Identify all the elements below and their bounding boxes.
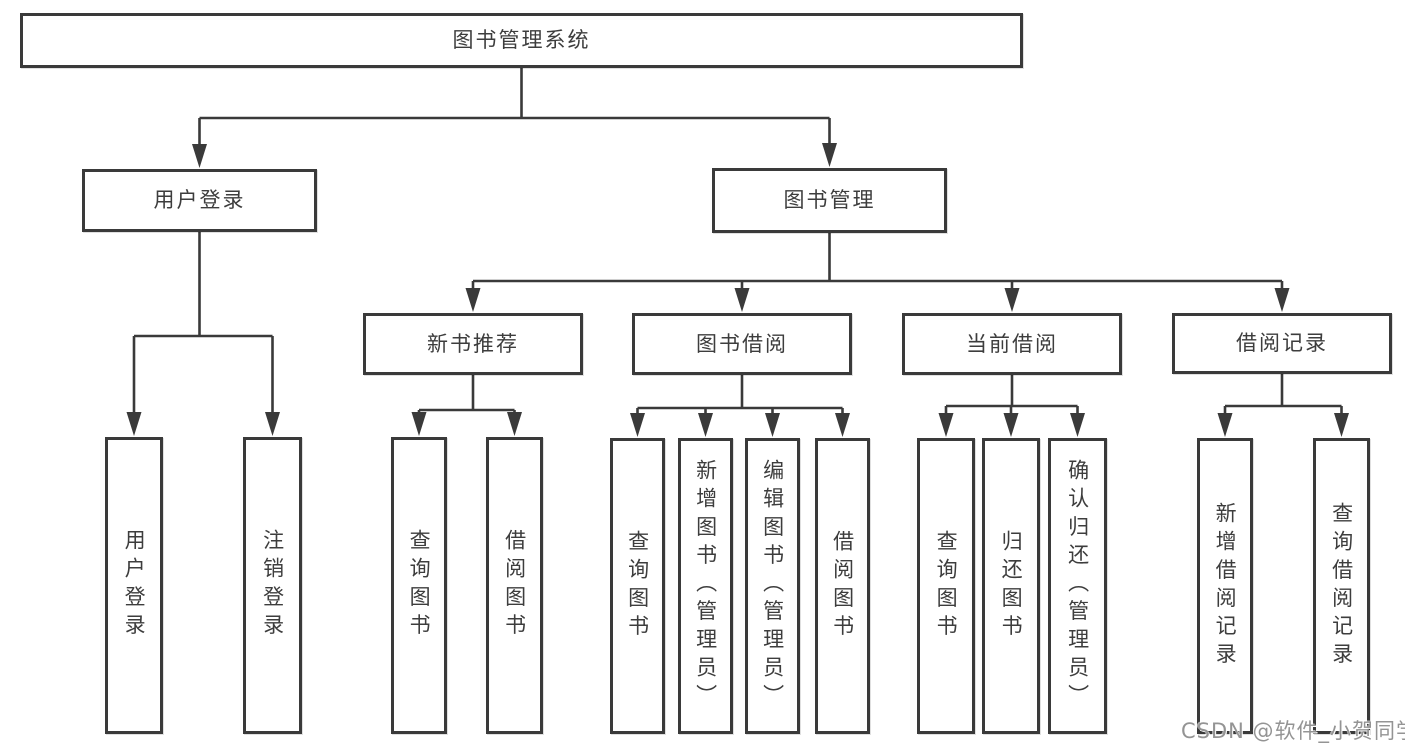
- arrowhead-icon: [465, 288, 481, 312]
- node-label-leaf-edit-book: 编辑图书（管理员）: [760, 459, 785, 713]
- arrowhead-icon: [822, 143, 837, 167]
- arrowhead-icon: [1274, 288, 1290, 312]
- node-leaf-edit-book: 编辑图书（管理员）: [745, 438, 800, 734]
- node-leaf-query-record: 查询借阅记录: [1313, 438, 1370, 734]
- node-label-leaf-query-book-1: 查询图书: [407, 529, 432, 642]
- node-label-leaf-add-book: 新增图书（管理员）: [693, 459, 718, 713]
- node-label-leaf-add-record: 新增借阅记录: [1213, 501, 1238, 671]
- arrowhead-icon: [1004, 288, 1020, 312]
- node-label-new-book-rec: 新书推荐: [427, 331, 519, 356]
- node-label-current-borrow: 当前借阅: [966, 331, 1058, 356]
- arrowhead-icon: [507, 412, 522, 436]
- node-label-user-login: 用户登录: [153, 188, 246, 213]
- arrowhead-icon: [126, 412, 142, 436]
- node-label-leaf-logout: 注销登录: [260, 529, 285, 642]
- node-book-mgmt: 图书管理: [712, 168, 947, 233]
- node-label-leaf-query-book-3: 查询图书: [934, 529, 959, 643]
- arrowhead-icon: [1217, 413, 1233, 437]
- arrowhead-icon: [734, 288, 750, 312]
- arrowhead-icon: [411, 412, 427, 436]
- node-leaf-query-book-2: 查询图书: [610, 438, 665, 734]
- arrowhead-icon: [1070, 413, 1085, 437]
- node-leaf-borrow-book-2: 借阅图书: [815, 438, 870, 734]
- node-leaf-user-login: 用户登录: [105, 437, 163, 734]
- node-label-book-mgmt: 图书管理: [783, 188, 876, 213]
- node-label-leaf-confirm-return: 确认归还（管理员）: [1065, 459, 1090, 713]
- arrowhead-icon: [1334, 413, 1349, 437]
- node-leaf-add-record: 新增借阅记录: [1197, 438, 1253, 734]
- watermark: CSDN @软件_小贺同学: [1181, 719, 1405, 743]
- node-label-leaf-query-book-2: 查询图书: [625, 529, 650, 643]
- node-label-leaf-return-book: 归还图书: [999, 529, 1024, 643]
- node-leaf-confirm-return: 确认归还（管理员）: [1048, 438, 1107, 734]
- node-label-leaf-borrow-book-1: 借阅图书: [502, 529, 527, 642]
- node-leaf-query-book-3: 查询图书: [917, 438, 975, 734]
- node-root: 图书管理系统: [20, 13, 1023, 68]
- arrowhead-icon: [1003, 413, 1019, 437]
- node-label-borrow-record: 借阅记录: [1236, 331, 1328, 356]
- node-label-root: 图书管理系统: [452, 28, 591, 53]
- arrowhead-icon: [938, 413, 954, 437]
- node-leaf-query-book-1: 查询图书: [391, 437, 447, 734]
- node-new-book-rec: 新书推荐: [363, 313, 583, 375]
- arrowhead-icon: [698, 413, 713, 437]
- node-current-borrow: 当前借阅: [902, 313, 1122, 375]
- arrowhead-icon: [192, 144, 207, 168]
- arrowhead-icon: [835, 413, 850, 437]
- node-leaf-borrow-book-1: 借阅图书: [486, 437, 543, 734]
- node-borrow-record: 借阅记录: [1172, 313, 1392, 374]
- node-label-book-borrow: 图书借阅: [696, 331, 788, 356]
- node-label-leaf-user-login: 用户登录: [122, 529, 147, 642]
- node-label-leaf-query-record: 查询借阅记录: [1329, 501, 1354, 671]
- node-leaf-add-book: 新增图书（管理员）: [678, 438, 733, 734]
- arrowhead-icon: [265, 412, 280, 436]
- arrowhead-icon: [765, 413, 780, 437]
- node-user-login: 用户登录: [82, 169, 317, 232]
- arrowhead-icon: [630, 413, 645, 437]
- node-label-leaf-borrow-book-2: 借阅图书: [830, 529, 855, 643]
- node-book-borrow: 图书借阅: [632, 313, 852, 375]
- node-leaf-return-book: 归还图书: [982, 438, 1040, 734]
- node-leaf-logout: 注销登录: [243, 437, 302, 734]
